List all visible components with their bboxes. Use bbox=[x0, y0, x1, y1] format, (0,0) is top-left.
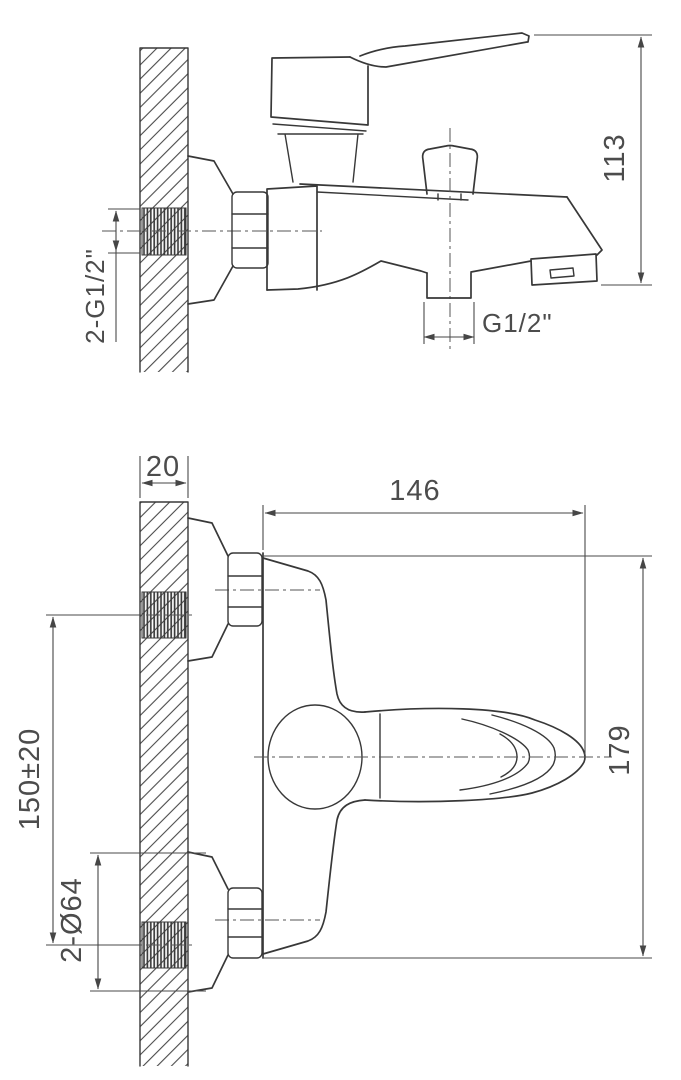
lower-eccentric bbox=[187, 851, 229, 993]
side-view: 20 146 179 bbox=[14, 451, 652, 1067]
extension-lines bbox=[46, 614, 140, 946]
dimension-flange-diameter: 2-Ø64 bbox=[56, 852, 206, 992]
dimension-front-height: 113 bbox=[534, 34, 652, 286]
handle-cap bbox=[270, 56, 369, 126]
dimension-spout-thread: G1/2" bbox=[423, 302, 553, 344]
extension-lines bbox=[262, 505, 586, 755]
wall-edges bbox=[139, 501, 189, 1067]
wall-edges bbox=[139, 47, 189, 373]
dimension-wall-thickness: 20 bbox=[139, 451, 189, 498]
body-profile-top bbox=[262, 557, 366, 713]
handle-contour-inner bbox=[499, 733, 518, 778]
spout-thread-label: G1/2" bbox=[482, 308, 553, 338]
body-height-label: 179 bbox=[604, 724, 636, 775]
diverter-knob-stem bbox=[437, 193, 462, 201]
extension-lines bbox=[90, 852, 206, 992]
body-bottom-edge bbox=[266, 260, 532, 291]
body-depth-label: 146 bbox=[389, 475, 440, 507]
front-height-label: 113 bbox=[599, 133, 631, 182]
dimension-body-height: 179 bbox=[263, 555, 652, 959]
handle-contour-2 bbox=[489, 714, 556, 795]
aerator-notch bbox=[549, 267, 575, 279]
eccentric-connector bbox=[187, 155, 234, 305]
body-flange-boss bbox=[266, 185, 318, 291]
inlet-spacing-label: 150±20 bbox=[14, 728, 46, 831]
handle-contour-3 bbox=[459, 718, 531, 791]
wall-thickness-label: 20 bbox=[146, 451, 180, 483]
hex-nut bbox=[231, 191, 269, 269]
spout-top-edge bbox=[299, 183, 568, 198]
lower-hex-nut-facets bbox=[227, 908, 263, 938]
upper-centerlines bbox=[96, 589, 320, 616]
body-profile-bottom bbox=[262, 799, 366, 955]
front-view: G1/2" 113 2-G1/2" bbox=[80, 32, 652, 373]
lever-handle bbox=[349, 32, 530, 68]
cartridge-dome bbox=[272, 123, 367, 183]
hex-nut-facets bbox=[231, 213, 269, 249]
lower-centerlines bbox=[96, 919, 320, 946]
extension-lines bbox=[534, 34, 652, 286]
dimension-inlet-spacing: 150±20 bbox=[14, 614, 140, 946]
shower-outlet bbox=[426, 272, 472, 299]
wall-hatch bbox=[140, 502, 188, 1066]
body-shoulder-line bbox=[316, 191, 469, 201]
upper-hex-nut-facets bbox=[227, 575, 263, 608]
lower-hex-nut bbox=[227, 887, 263, 959]
diverter-knob bbox=[421, 144, 479, 195]
wall-thread-label: 2-G1/2" bbox=[80, 248, 110, 344]
aerator bbox=[530, 253, 598, 286]
extension-lines bbox=[423, 302, 475, 344]
upper-eccentric bbox=[187, 517, 229, 662]
extension-lines bbox=[263, 555, 652, 959]
spout-tip bbox=[566, 196, 603, 256]
upper-hex-nut bbox=[227, 552, 263, 627]
dimension-body-depth: 146 bbox=[262, 475, 586, 755]
lever-handle-profile bbox=[364, 707, 586, 803]
dimension-wall-thread: 2-G1/2" bbox=[80, 208, 140, 344]
extension-lines bbox=[108, 208, 140, 254]
extension-lines bbox=[139, 456, 189, 498]
flange-diameter-label: 2-Ø64 bbox=[56, 877, 88, 963]
